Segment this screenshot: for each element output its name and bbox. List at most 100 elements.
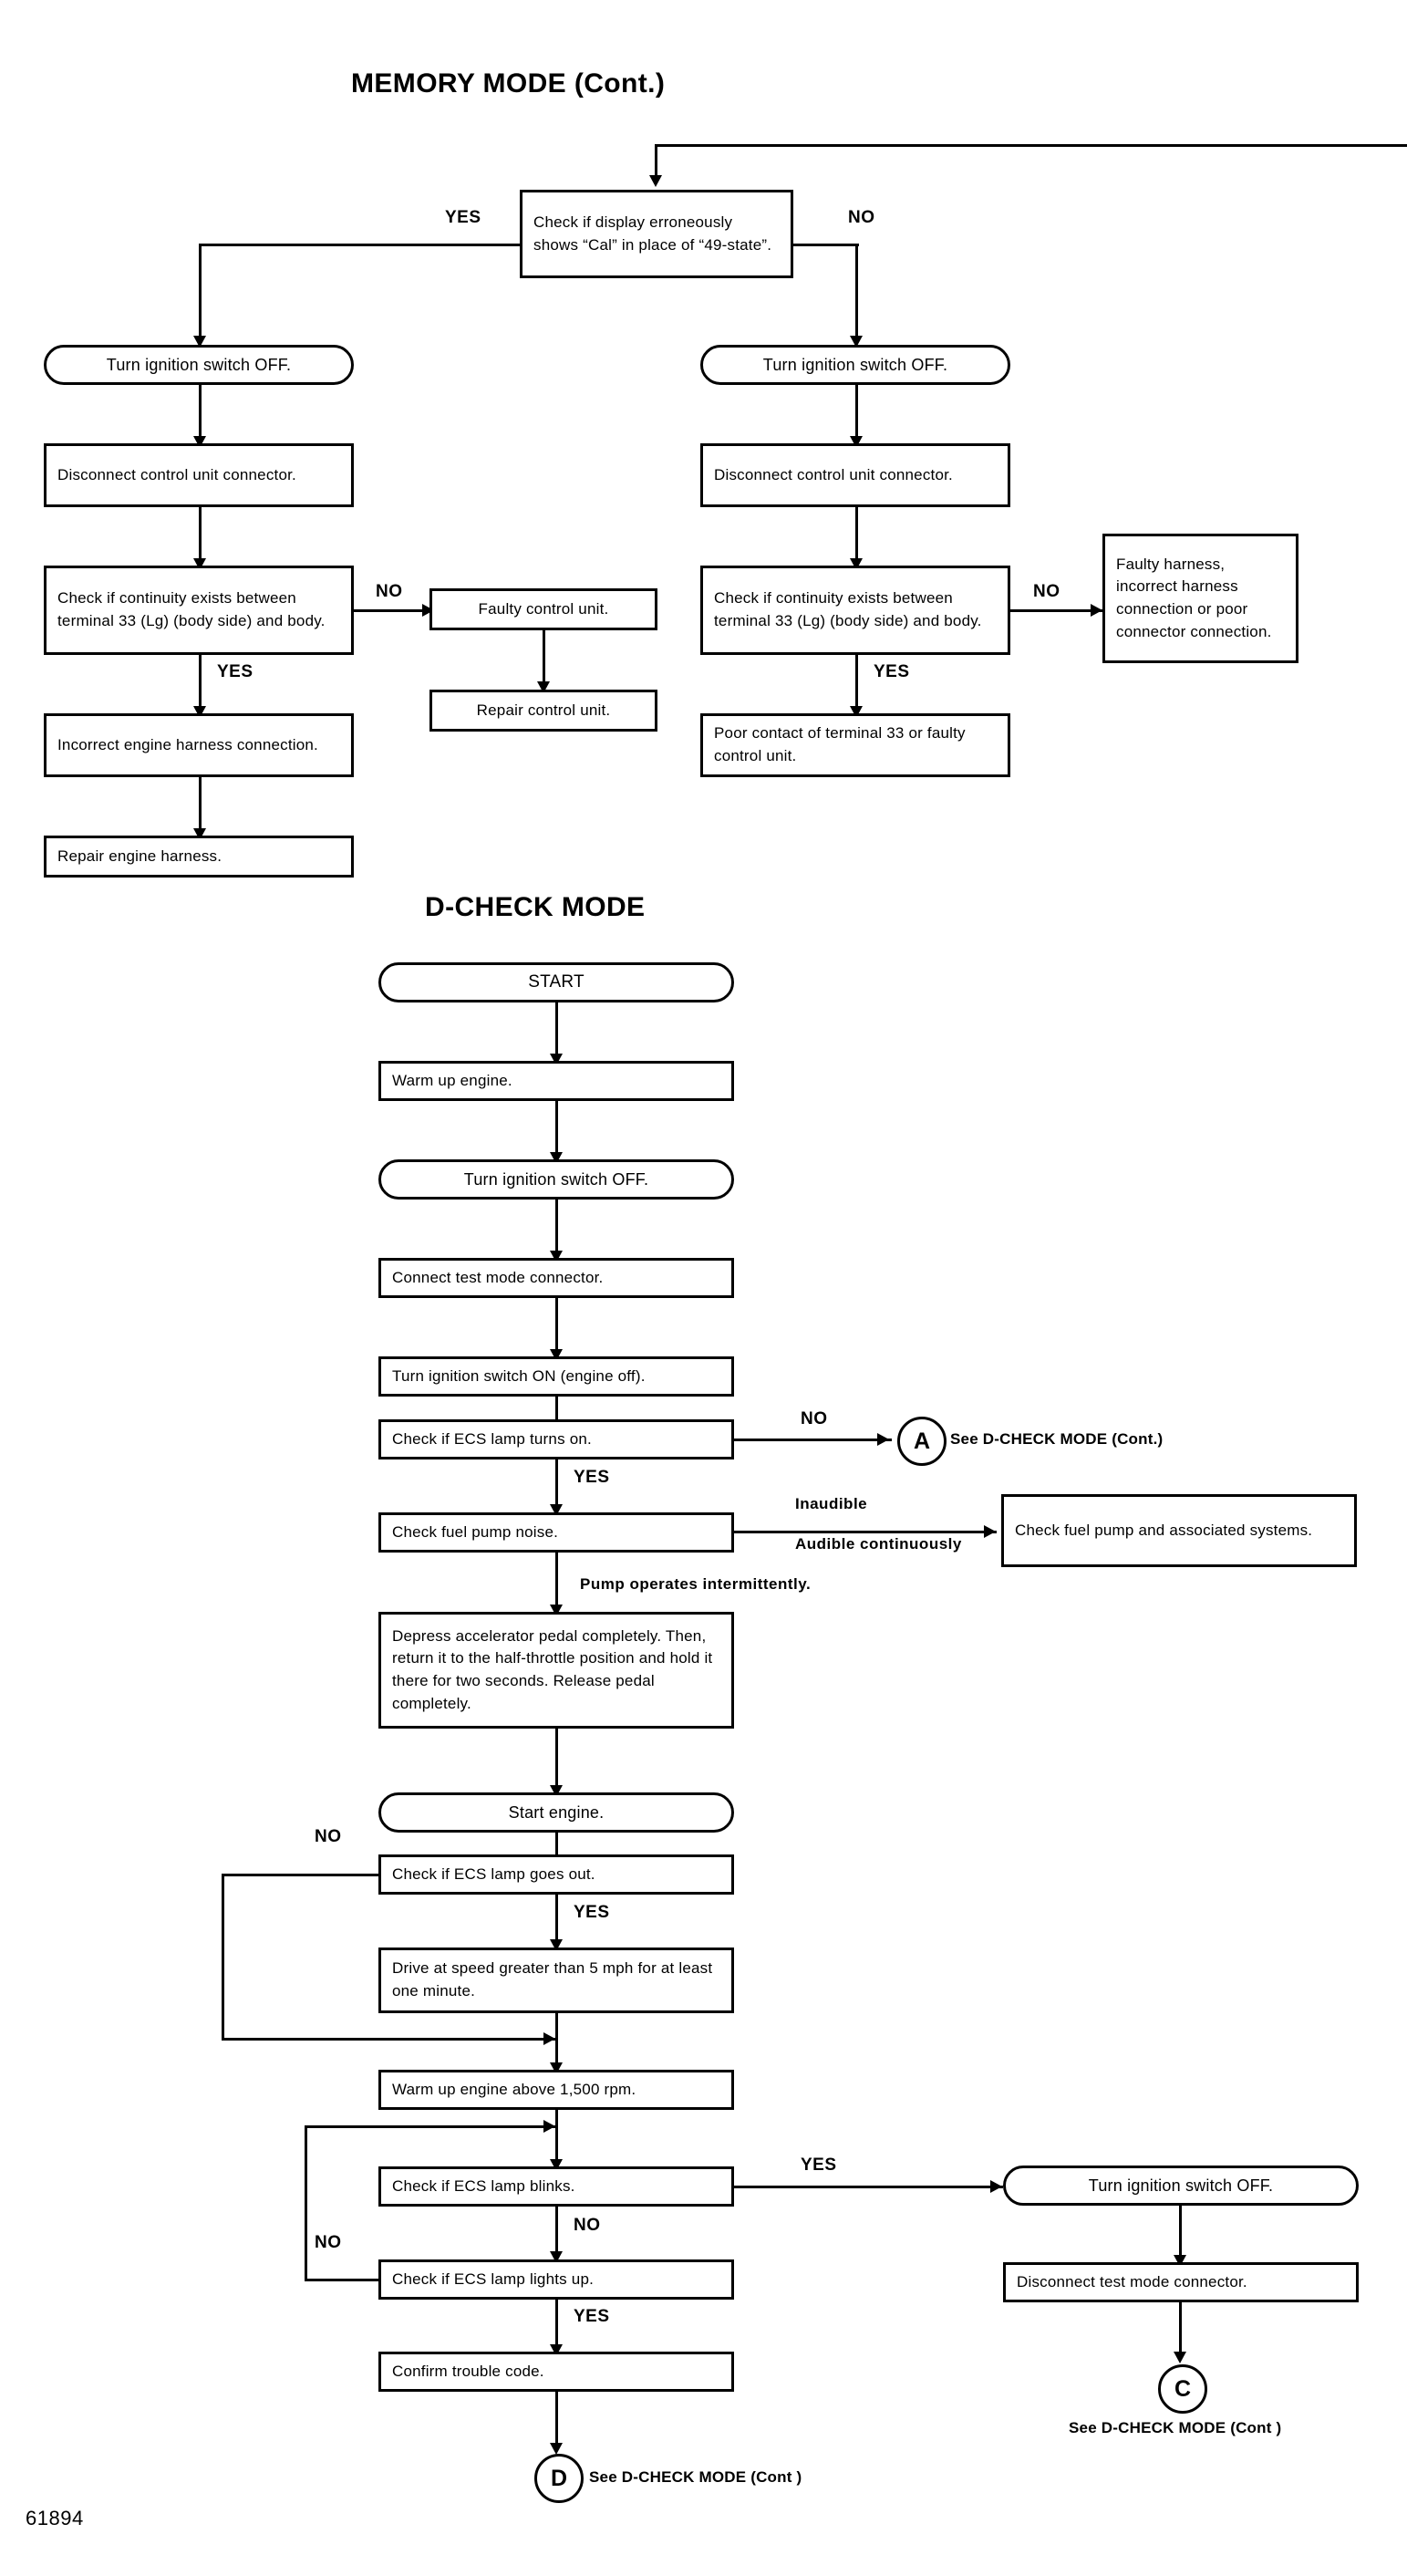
memory-left-ignition-off-text: Turn ignition switch OFF.	[106, 355, 292, 374]
memory-right-no-arrowhead	[1091, 604, 1102, 617]
memory-right-continuity-box: Check if continuity exists between termi…	[700, 566, 1010, 655]
dcheck-lights-no-return-arrowhead	[543, 2120, 555, 2133]
dcheck-ecs-out-yes-label: YES	[574, 1903, 610, 1922]
dcheck-ignition-on-box: Turn ignition switch ON (engine off).	[378, 1356, 734, 1397]
memory-right-conn2	[855, 507, 858, 564]
memory-left-yes-label: YES	[217, 662, 253, 681]
dcheck-conn-ignoff	[555, 1200, 558, 1256]
dcheck-right-ignition-off-box: Turn ignition switch OFF.	[1003, 2166, 1359, 2206]
dcheck-drive-speed-box: Drive at speed greater than 5 mph for at…	[378, 1948, 734, 2013]
dcheck-lights-no-return	[305, 2125, 558, 2128]
dcheck-drive-speed-text: Drive at speed greater than 5 mph for at…	[392, 1959, 713, 2000]
dcheck-ecs-on-no-arrowhead	[877, 1433, 889, 1446]
memory-right-disconnect-text: Disconnect control unit connector.	[714, 465, 953, 483]
dcheck-ignition-on-text: Turn ignition switch ON (engine off).	[392, 1366, 646, 1385]
dcheck-ecs-on-no-label: NO	[801, 1409, 828, 1428]
dcheck-ecs-out-no-horizontal	[222, 1874, 381, 1876]
memory-yes-horizontal	[199, 244, 522, 246]
dcheck-warm-up-text: Warm up engine.	[392, 1071, 512, 1089]
dcheck-connect-test-mode-text: Connect test mode connector.	[392, 1268, 604, 1286]
dcheck-connector-c-letter: C	[1174, 2375, 1192, 2402]
dcheck-conn-warm1500	[555, 2110, 558, 2166]
dcheck-pump-branch-arrowhead	[984, 1525, 996, 1538]
memory-faulty-control-unit-box: Faulty control unit.	[429, 588, 657, 630]
dcheck-fuel-pump-associated-text: Check fuel pump and associated systems.	[1015, 1521, 1313, 1539]
dcheck-arrow-confirm	[550, 2443, 563, 2455]
memory-faulty-control-unit-text: Faulty control unit.	[478, 599, 609, 618]
dcheck-connector-a-letter: A	[913, 1428, 931, 1454]
dcheck-disconnect-test-mode-text: Disconnect test mode connector.	[1017, 2272, 1247, 2290]
dcheck-ecs-turns-on-box: Check if ECS lamp turns on.	[378, 1419, 734, 1459]
dcheck-right-ignition-off-text: Turn ignition switch OFF.	[1088, 2176, 1274, 2195]
dcheck-blinks-yes-arrowhead	[990, 2180, 1002, 2193]
memory-right-disconnect-box: Disconnect control unit connector.	[700, 443, 1010, 507]
memory-left-conn1	[199, 385, 202, 441]
memory-mode-heading: MEMORY MODE (Cont.)	[351, 68, 666, 99]
dcheck-conn-start	[555, 1002, 558, 1059]
memory-no-label: NO	[848, 208, 875, 227]
memory-right-conn1	[855, 385, 858, 441]
memory-top-feed-arrowhead	[649, 175, 662, 187]
memory-left-continuity-text: Check if continuity exists between termi…	[57, 589, 326, 629]
dcheck-ecs-turns-on-text: Check if ECS lamp turns on.	[392, 1429, 592, 1448]
dcheck-ecs-goes-out-text: Check if ECS lamp goes out.	[392, 1864, 595, 1883]
dcheck-ecs-blinks-box: Check if ECS lamp blinks.	[378, 2166, 734, 2207]
dcheck-start-engine-box: Start engine.	[378, 1792, 734, 1833]
dcheck-disconnect-test-mode-box: Disconnect test mode connector.	[1003, 2262, 1359, 2302]
dcheck-right-conn2	[1179, 2302, 1182, 2359]
memory-right-poor-contact-text: Poor contact of terminal 33 or faulty co…	[714, 724, 966, 764]
dcheck-depress-pedal-text: Depress accelerator pedal completely. Th…	[392, 1626, 713, 1712]
memory-left-conn2	[199, 507, 202, 564]
dcheck-lights-yes-label: YES	[574, 2307, 610, 2326]
memory-faulty-harness-text: Faulty harness, incorrect harness connec…	[1116, 555, 1272, 640]
dcheck-mode-heading: D-CHECK MODE	[425, 892, 646, 922]
dcheck-fuel-pump-noise-box: Check fuel pump noise.	[378, 1512, 734, 1553]
dcheck-conn-drive	[555, 2013, 558, 2068]
dcheck-conn-pedal	[555, 1729, 558, 1791]
dcheck-blinks-no-label: NO	[574, 2216, 601, 2235]
dcheck-connector-c-caption: See D-CHECK MODE (Cont )	[1069, 2419, 1282, 2436]
dcheck-confirm-trouble-code-box: Confirm trouble code.	[378, 2352, 734, 2392]
memory-right-ignition-off-text: Turn ignition switch OFF.	[762, 355, 948, 374]
memory-repair-control-unit-text: Repair control unit.	[476, 701, 611, 719]
memory-faulty-harness-box: Faulty harness, incorrect harness connec…	[1102, 534, 1298, 663]
dcheck-fuel-pump-associated-box: Check fuel pump and associated systems.	[1001, 1494, 1357, 1567]
dcheck-conn-ecsout	[555, 1895, 558, 1945]
figure-number: 61894	[26, 2507, 84, 2529]
memory-right-no-label: NO	[1033, 582, 1060, 601]
dcheck-conn-pump	[555, 1553, 558, 1610]
dcheck-ecs-out-no-return	[222, 2038, 558, 2041]
dcheck-confirm-trouble-code-text: Confirm trouble code.	[392, 2362, 544, 2380]
dcheck-connector-a-circle: A	[897, 1417, 947, 1466]
dcheck-ignition-off-text: Turn ignition switch OFF.	[463, 1169, 649, 1189]
dcheck-right-arrow2	[1174, 2352, 1186, 2363]
memory-yes-vertical	[199, 244, 202, 339]
dcheck-ecs-on-yes-label: YES	[574, 1468, 610, 1487]
dcheck-connector-d-circle: D	[534, 2454, 584, 2503]
dcheck-conn-lights	[555, 2300, 558, 2350]
dcheck-ecs-out-no-return-arrowhead	[543, 2032, 555, 2045]
dcheck-pump-intermittent-label: Pump operates intermittently.	[580, 1575, 812, 1593]
memory-left-disconnect-text: Disconnect control unit connector.	[57, 465, 296, 483]
dcheck-connector-c-circle: C	[1158, 2364, 1207, 2414]
dcheck-lights-no-vertical	[305, 2125, 307, 2281]
dcheck-start-text: START	[528, 972, 585, 992]
dcheck-depress-pedal-box: Depress accelerator pedal completely. Th…	[378, 1612, 734, 1729]
dcheck-warm-1500-text: Warm up engine above 1,500 rpm.	[392, 2080, 636, 2098]
memory-right-continuity-text: Check if continuity exists between termi…	[714, 589, 982, 629]
dcheck-connector-d-caption: See D-CHECK MODE (Cont )	[589, 2468, 802, 2486]
dcheck-lights-no-label: NO	[315, 2233, 342, 2252]
dcheck-warm-up-box: Warm up engine.	[378, 1061, 734, 1101]
dcheck-ecs-on-no-horizontal	[731, 1439, 892, 1441]
memory-no-vertical	[855, 244, 858, 339]
dcheck-start-box: START	[378, 962, 734, 1002]
dcheck-warm-1500-box: Warm up engine above 1,500 rpm.	[378, 2070, 734, 2110]
dcheck-conn-confirm	[555, 2392, 558, 2448]
dcheck-ecs-goes-out-box: Check if ECS lamp goes out.	[378, 1854, 734, 1895]
memory-left-continuity-box: Check if continuity exists between termi…	[44, 566, 354, 655]
dcheck-fuel-pump-noise-text: Check fuel pump noise.	[392, 1522, 559, 1541]
memory-right-no-horizontal	[1008, 609, 1103, 612]
memory-left-ignition-off-box: Turn ignition switch OFF.	[44, 345, 354, 385]
memory-left-repair-harness-box: Repair engine harness.	[44, 836, 354, 878]
